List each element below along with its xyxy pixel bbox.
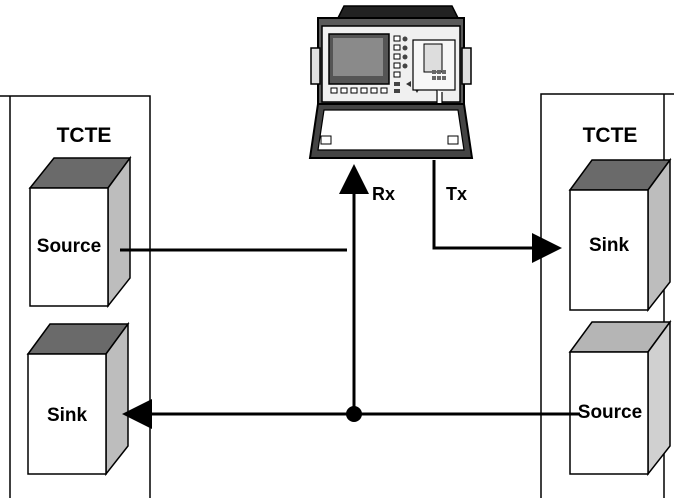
tx-line bbox=[432, 160, 562, 263]
left-tcte-panel: TCTE Source Sink bbox=[0, 95, 151, 498]
junction-node bbox=[346, 406, 362, 422]
right-panel-title: TCTE bbox=[583, 124, 638, 147]
left-panel-title: TCTE bbox=[57, 124, 112, 147]
left-source-label: Source bbox=[37, 236, 101, 257]
left-sink-box: Sink bbox=[26, 321, 130, 477]
left-sink-label: Sink bbox=[47, 405, 88, 426]
right-sink-box: Sink bbox=[568, 157, 672, 313]
right-sink-label: Sink bbox=[589, 235, 630, 256]
left-source-box: Source bbox=[28, 155, 132, 309]
rx-label: Rx bbox=[372, 184, 395, 204]
right-source-box: Source bbox=[568, 319, 672, 477]
tx-label: Tx bbox=[446, 184, 467, 204]
connections bbox=[120, 160, 580, 429]
right-source-label: Source bbox=[578, 402, 642, 423]
test-instrument bbox=[308, 5, 474, 159]
right-tcte-panel: TCTE Sink Source bbox=[540, 93, 674, 498]
